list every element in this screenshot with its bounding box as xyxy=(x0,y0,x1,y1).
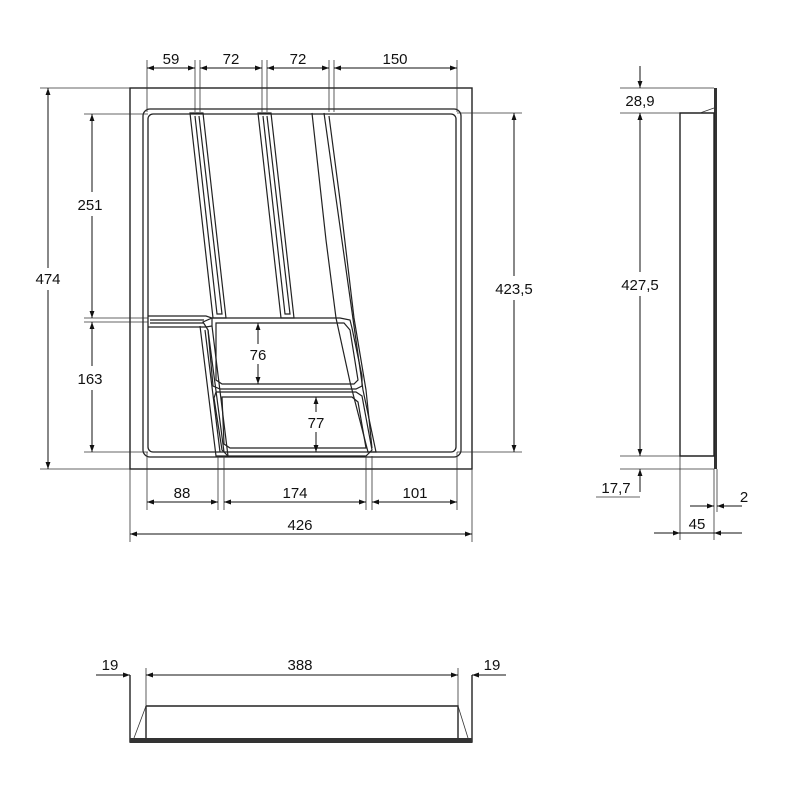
side-view: 28,9 427,5 17,7 2 45 xyxy=(596,66,748,540)
dim-76: 76 xyxy=(250,347,267,364)
dim-72-a: 72 xyxy=(223,51,240,68)
dim-19-left: 19 xyxy=(102,657,119,674)
dim-163: 163 xyxy=(77,371,102,388)
tray-outer-outline xyxy=(129,87,473,470)
dim-77: 77 xyxy=(308,415,325,432)
divider-2 xyxy=(257,112,295,319)
dim-174: 174 xyxy=(282,485,307,502)
dim-lines-inner xyxy=(255,323,319,452)
dim-59: 59 xyxy=(163,51,180,68)
tray-inner-outline-2 xyxy=(147,113,457,453)
front-view: 19 388 19 xyxy=(96,657,506,743)
dim-251: 251 xyxy=(77,197,102,214)
front-base xyxy=(130,738,472,743)
dim-474: 474 xyxy=(35,271,60,288)
dim-423-5: 423,5 xyxy=(495,281,533,298)
dim-45: 45 xyxy=(689,516,706,533)
dim-2: 2 xyxy=(740,489,748,506)
front-profile xyxy=(129,675,473,743)
divider-lower-left xyxy=(199,325,229,457)
dim-lines-bottom xyxy=(129,452,473,542)
dim-88: 88 xyxy=(174,485,191,502)
side-wall-panel xyxy=(714,88,717,469)
dim-101: 101 xyxy=(402,485,427,502)
divider-1 xyxy=(189,112,227,319)
dim-lines-top xyxy=(146,60,458,112)
top-view: 59 72 72 150 474 251 163 423,5 xyxy=(28,51,540,542)
tray-inner-outline xyxy=(142,108,462,458)
dim-150: 150 xyxy=(382,51,407,68)
divider-horizontal-left xyxy=(148,315,213,328)
divider-3 xyxy=(311,112,377,453)
dim-28-9: 28,9 xyxy=(625,93,654,110)
dim-388: 388 xyxy=(287,657,312,674)
side-profile xyxy=(679,112,715,457)
dim-17-7: 17,7 xyxy=(601,480,630,497)
compartment-77 xyxy=(213,391,373,457)
dim-427-5: 427,5 xyxy=(621,277,659,294)
dim-72-b: 72 xyxy=(290,51,307,68)
dim-426: 426 xyxy=(287,517,312,534)
dim-19-right: 19 xyxy=(484,657,501,674)
